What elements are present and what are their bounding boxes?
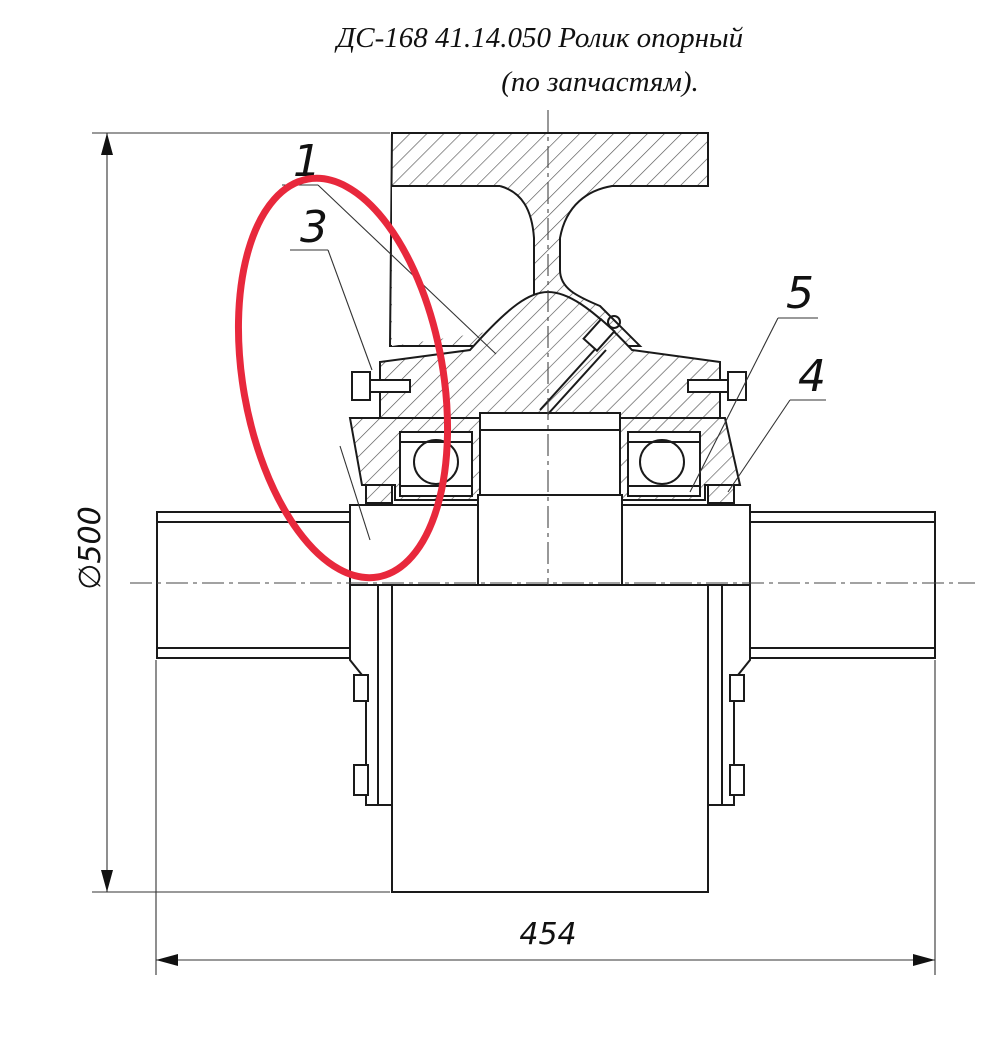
callout-5: 5 [786, 268, 814, 319]
highlight-ellipse [234, 174, 452, 582]
housing-bolts [351, 371, 747, 401]
axle-ends [156, 504, 936, 659]
left-bearing [399, 431, 473, 497]
width-label: 454 [519, 917, 576, 952]
drawing-title: ДС-168 41.14.050 Ролик опорный [336, 22, 744, 54]
center-lines [130, 110, 975, 585]
diameter-label: ∅500 [73, 506, 108, 589]
width-dimension: 454 [155, 660, 936, 975]
right-bearing [627, 431, 701, 497]
axle [477, 412, 623, 586]
callout-3: 3 [300, 202, 328, 253]
wheel-body [349, 584, 751, 893]
drawing-subtitle: (по запчастям). [501, 66, 699, 98]
callout-4: 4 [798, 351, 826, 402]
diameter-dimension: ∅500 [73, 132, 390, 893]
grease-fitting [539, 315, 621, 415]
seals [365, 484, 735, 504]
